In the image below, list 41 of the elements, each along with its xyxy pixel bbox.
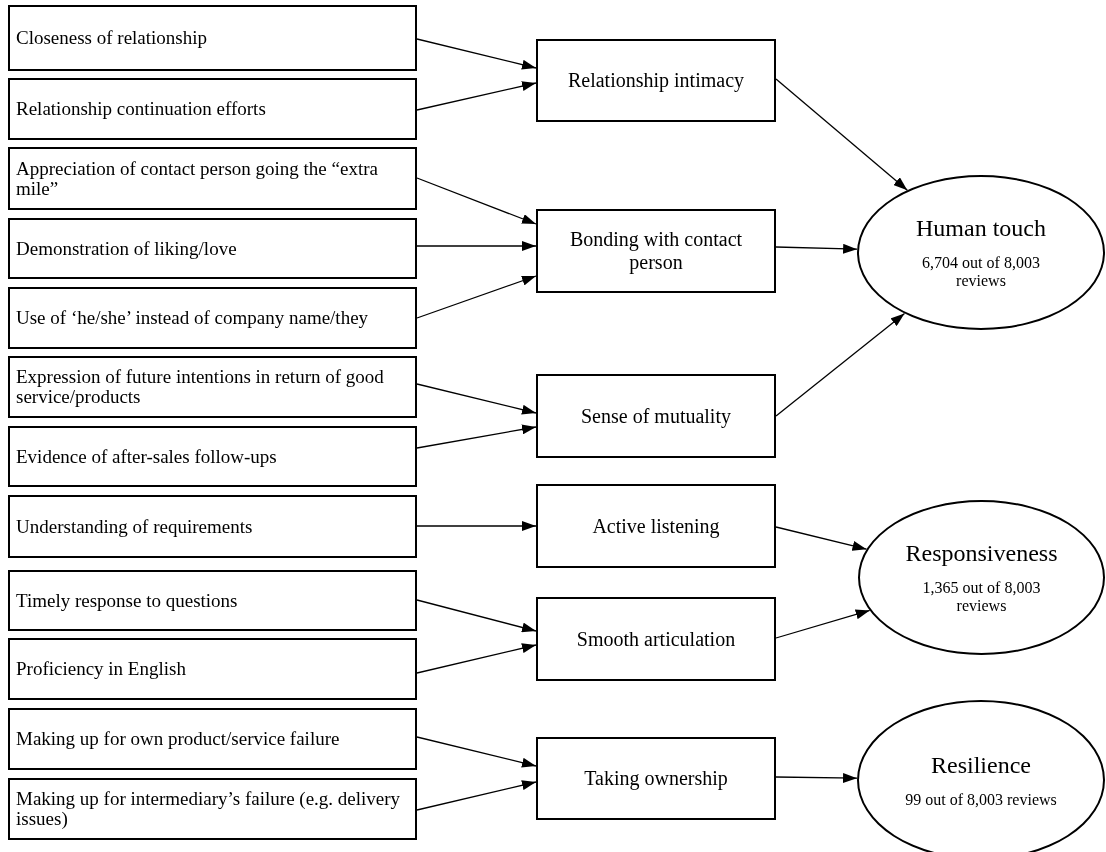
arrow [775, 243, 858, 254]
theme-box: Taking ownership [536, 737, 776, 820]
theme-box: Bonding with contact person [536, 209, 776, 293]
factor-box: Relationship continuation efforts [8, 78, 417, 140]
factor-box: Expression of future intentions in return of good service/products [8, 356, 417, 418]
dimension-title: Human touch [916, 215, 1046, 243]
factor-box: Making up for intermediary’s failure (e.g. delivery issues) [8, 778, 417, 840]
factor-box: Demonstration of liking/love [8, 218, 417, 279]
arrow [416, 383, 537, 415]
factor-box: Making up for own product/service failure [8, 708, 417, 770]
arrow [416, 780, 537, 811]
arrow [416, 275, 537, 319]
factor-box: Evidence of after-sales follow-ups [8, 426, 417, 487]
arrow [775, 773, 858, 783]
arrow [416, 38, 537, 70]
theme-box: Sense of mutuality [536, 374, 776, 458]
arrow [416, 643, 537, 674]
arrow [416, 177, 537, 225]
theme-box: Smooth articulation [536, 597, 776, 681]
dimension-title: Resilience [931, 751, 1031, 779]
arrow [416, 81, 537, 111]
factor-box: Proficiency in English [8, 638, 417, 700]
review-count: 99 out of 8,003 reviews [904, 790, 1058, 809]
arrow [775, 609, 871, 639]
arrow [416, 599, 537, 633]
factor-box: Closeness of relationship [8, 5, 417, 71]
review-count: 1,365 out of 8,003 reviews [921, 579, 1042, 615]
review-count: 6,704 out of 8,003 reviews [921, 254, 1041, 290]
arrow [416, 521, 537, 531]
dimension-title: Responsiveness [905, 540, 1058, 568]
arrow [775, 312, 906, 417]
arrow [416, 736, 537, 768]
arrow [775, 78, 908, 191]
factor-box: Understanding of requirements [8, 495, 417, 558]
arrow [416, 424, 537, 449]
factor-box: Use of ‘he/she’ instead of company name/they [8, 287, 417, 349]
theme-box: Relationship intimacy [536, 39, 776, 122]
factor-box: Timely response to questions [8, 570, 417, 631]
theme-box: Active listening [536, 484, 776, 568]
arrow [416, 241, 537, 251]
factor-box: Appreciation of contact person going the “extra mile” [8, 147, 417, 210]
